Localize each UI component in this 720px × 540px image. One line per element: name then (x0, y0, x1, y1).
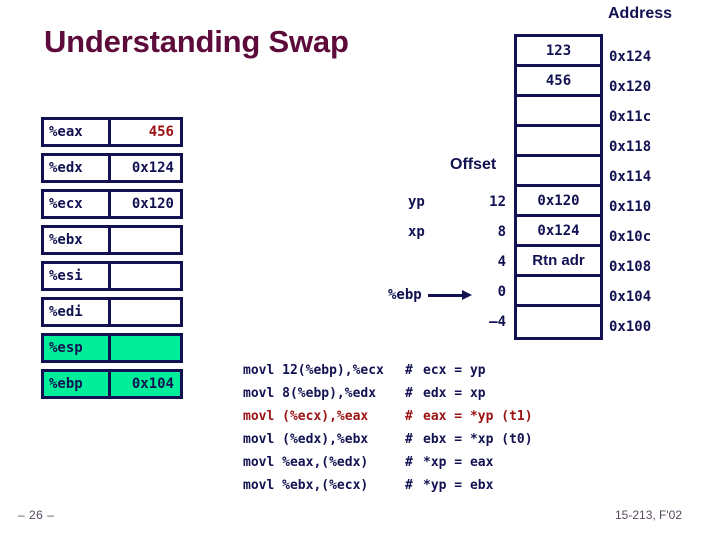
page-number: – 26 – (18, 508, 55, 522)
address-column: 0x124 0x120 0x11c 0x118 0x114 0x110 0x10c 0x108… (609, 42, 651, 342)
code-comment: edx = xp (423, 386, 486, 401)
memory-cell (517, 97, 600, 127)
memory-cell: Rtn adr (517, 247, 600, 277)
offset-value: –4 (489, 314, 506, 330)
code-line: movl 12(%ebp),%ecx # ecx = yp (243, 359, 533, 382)
register-row: %esp (41, 333, 183, 363)
register-name: %ebp (41, 369, 111, 399)
assembly-code-listing: movl 12(%ebp),%ecx # ecx = yp movl 8(%ebp),… (243, 359, 533, 497)
register-name: %edx (41, 153, 111, 183)
code-comment: ecx = yp (423, 363, 486, 378)
offset-column: yp 12 xp 8 4 0 –4 (400, 187, 506, 337)
register-value: 0x120 (111, 189, 183, 219)
register-row: %edi (41, 297, 183, 327)
comment-hash-icon: # (405, 455, 413, 470)
memory-cell (517, 127, 600, 157)
comment-hash-icon: # (405, 386, 413, 401)
arrow-right-icon (427, 290, 472, 300)
offset-value: 8 (497, 224, 506, 240)
code-line: movl (%edx),%ebx # ebx = *xp (t0) (243, 428, 533, 451)
memory-cell (517, 307, 600, 337)
address-label: 0x10c (609, 229, 652, 245)
page-title: Understanding Swap (44, 24, 349, 59)
offset-row: xp 8 (400, 217, 506, 247)
code-comment: ebx = *xp (t0) (423, 432, 533, 447)
register-value (111, 261, 183, 291)
address-label: 0x118 (609, 139, 652, 155)
offset-row: yp 12 (400, 187, 506, 217)
offset-value: 0 (497, 284, 506, 300)
address-label: 0x108 (609, 259, 652, 275)
offset-value: 4 (497, 254, 506, 270)
address-label: 0x120 (609, 79, 652, 95)
offset-value: 12 (489, 194, 506, 210)
comment-hash-icon: # (405, 478, 413, 493)
register-name: %esi (41, 261, 111, 291)
register-row: %esi (41, 261, 183, 291)
address-label: 0x104 (609, 289, 652, 305)
comment-hash-icon: # (405, 363, 413, 378)
offset-variable-name: yp (408, 194, 425, 210)
offset-column-header: Offset (450, 156, 497, 173)
code-instruction: movl %ebx,(%ecx) (243, 478, 369, 493)
address-label: 0x11c (609, 109, 652, 125)
register-name: %esp (41, 333, 111, 363)
memory-cell: 123 (517, 37, 600, 67)
memory-cell: 0x124 (517, 217, 600, 247)
register-row: %ebx (41, 225, 183, 255)
code-instruction: movl 8(%ebp),%edx (243, 386, 377, 401)
address-label: 0x110 (609, 199, 652, 215)
course-footer: 15-213, F'02 (615, 508, 683, 522)
address-label: 0x124 (609, 49, 652, 65)
memory-cell (517, 277, 600, 307)
code-comment: *yp = ebx (423, 478, 494, 493)
register-value (111, 297, 183, 327)
register-name: %ebx (41, 225, 111, 255)
offset-row: 4 (400, 247, 506, 277)
comment-hash-icon: # (405, 432, 413, 447)
ebp-frame-pointer: %ebp (388, 287, 472, 303)
code-comment: *xp = eax (423, 455, 494, 470)
code-instruction: movl 12(%ebp),%ecx (243, 363, 384, 378)
address-label: 0x114 (609, 169, 652, 185)
register-name: %eax (41, 117, 111, 147)
code-line: movl %ebx,(%ecx) # *yp = ebx (243, 474, 533, 497)
register-value (111, 333, 183, 363)
register-value: 0x124 (111, 153, 183, 183)
code-line: movl (%ecx),%eax # eax = *yp (t1) (243, 405, 533, 428)
code-instruction: movl (%ecx),%eax (243, 409, 369, 424)
ebp-pointer-label: %ebp (388, 287, 422, 303)
register-value: 0x104 (111, 369, 183, 399)
register-value: 456 (111, 117, 183, 147)
offset-row: –4 (400, 307, 506, 337)
memory-cell (517, 157, 600, 187)
offset-row: 0 (400, 277, 506, 307)
code-comment: eax = *yp (t1) (423, 409, 533, 424)
code-instruction: movl (%edx),%ebx (243, 432, 369, 447)
register-name: %edi (41, 297, 111, 327)
code-line: movl %eax,(%edx) # *xp = eax (243, 451, 533, 474)
register-name: %ecx (41, 189, 111, 219)
address-column-header: Address (608, 5, 673, 22)
address-label: 0x100 (609, 319, 652, 335)
register-value (111, 225, 183, 255)
memory-cell: 456 (517, 67, 600, 97)
code-line: movl 8(%ebp),%edx # edx = xp (243, 382, 533, 405)
code-instruction: movl %eax,(%edx) (243, 455, 369, 470)
offset-variable-name: xp (408, 224, 425, 240)
comment-hash-icon: # (405, 409, 413, 424)
memory-cell: 0x120 (517, 187, 600, 217)
